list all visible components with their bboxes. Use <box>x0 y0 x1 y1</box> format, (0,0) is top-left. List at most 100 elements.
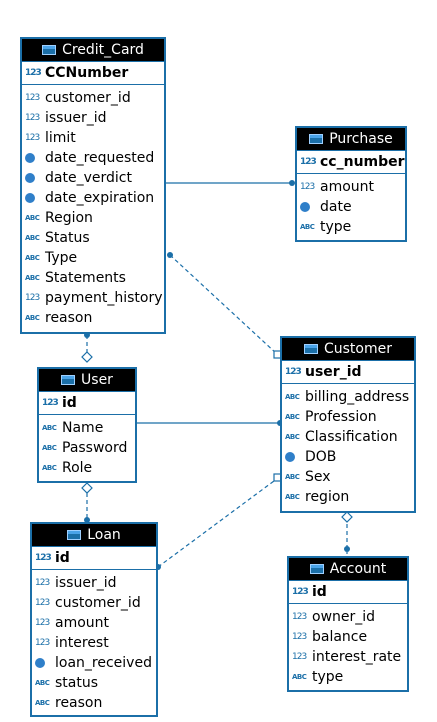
fk-number-icon: 123 <box>35 578 50 588</box>
entity-title: Customer <box>323 341 392 357</box>
column-row[interactable]: date_verdict <box>22 168 164 188</box>
text-type-icon: ABC <box>285 493 300 501</box>
key-number-icon: 123 <box>35 553 52 563</box>
text-type-icon: ABC <box>25 274 40 282</box>
entity-header[interactable]: User <box>39 369 135 392</box>
clock-icon <box>285 452 305 462</box>
table-icon <box>42 45 57 55</box>
entity-header[interactable]: Credit_Card <box>22 39 164 62</box>
table-icon <box>309 564 324 574</box>
fk-dot <box>84 517 90 523</box>
entity-title: Credit_Card <box>62 42 144 58</box>
fk-number-icon: 123 <box>25 113 40 123</box>
number-icon: 123 <box>35 618 50 628</box>
column-row[interactable]: loan_received <box>32 653 156 673</box>
number-icon: 123 <box>25 293 40 303</box>
key-number-icon: 123 <box>25 68 42 78</box>
text-type-icon: ABC <box>25 234 40 242</box>
entity-title: Purchase <box>329 131 393 147</box>
table-icon <box>303 344 318 354</box>
entity-header[interactable]: Account <box>289 558 407 581</box>
column-row[interactable]: date <box>297 197 405 217</box>
text-type-icon: ABC <box>25 214 40 222</box>
key-number-icon: 123 <box>42 398 59 408</box>
fk-number-icon: 123 <box>292 612 307 622</box>
column-row[interactable]: date_requested <box>22 148 164 168</box>
clock-icon <box>35 658 55 668</box>
clock-icon <box>25 173 45 183</box>
number-icon: 123 <box>300 182 315 192</box>
number-icon: 123 <box>25 133 40 143</box>
rel-loan-customer <box>157 477 279 568</box>
rel-creditcard-customer <box>169 254 279 356</box>
table-icon <box>61 375 76 385</box>
text-type-icon: ABC <box>285 473 300 481</box>
fk-dot <box>289 180 295 186</box>
entity-title: Account <box>329 561 387 577</box>
text-type-icon: ABC <box>285 393 300 401</box>
entity-header[interactable]: Purchase <box>297 128 405 151</box>
clock-icon <box>300 202 320 212</box>
key-number-icon: 123 <box>285 367 302 377</box>
entity-header[interactable]: Loan <box>32 524 156 547</box>
text-type-icon: ABC <box>285 433 300 441</box>
text-type-icon: ABC <box>35 679 50 687</box>
number-icon: 123 <box>35 638 50 648</box>
pk-diamond <box>341 511 353 523</box>
number-icon: 123 <box>292 632 307 642</box>
entity-header[interactable]: Customer <box>282 338 414 361</box>
fk-number-icon: 123 <box>35 598 50 608</box>
number-icon: 123 <box>292 652 307 662</box>
text-type-icon: ABC <box>42 464 57 472</box>
entity-title: Loan <box>87 527 121 543</box>
column-row[interactable]: DOB <box>282 447 414 467</box>
fk-dot <box>344 546 350 552</box>
column-row[interactable]: date_expiration <box>22 188 164 208</box>
text-type-icon: ABC <box>35 699 50 707</box>
text-type-icon: ABC <box>42 424 57 432</box>
fk-number-icon: 123 <box>25 93 40 103</box>
table-icon <box>67 530 82 540</box>
